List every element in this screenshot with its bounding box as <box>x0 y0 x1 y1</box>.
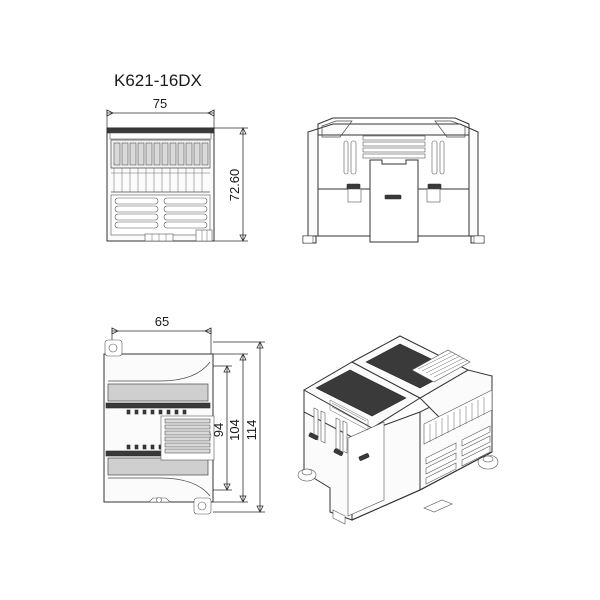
top-lower-terminal-band <box>107 457 209 476</box>
side-center-latch <box>384 194 402 200</box>
iso-left-vent-slots <box>308 407 348 456</box>
iso-right-vent-slots <box>425 425 491 485</box>
dimension-104-label: 104 <box>227 419 242 441</box>
dimension-75: 75 <box>106 96 215 128</box>
front-vent-slots <box>114 197 208 229</box>
side-vertical-slots <box>343 140 445 175</box>
top-center-connector <box>160 415 215 461</box>
side-right-facet <box>434 120 466 138</box>
isometric-view <box>297 335 499 525</box>
dimension-104: 104 <box>213 353 248 503</box>
dimension-114-label: 114 <box>244 420 259 441</box>
side-right-tab <box>426 188 441 203</box>
dimension-94: 94 <box>211 365 232 491</box>
front-view: 75 72.60 <box>106 96 248 242</box>
iso-top-terminal-comb <box>411 349 471 383</box>
front-top-cap <box>106 127 215 134</box>
iso-back-slot-detail <box>329 399 369 431</box>
front-cap-underline <box>109 132 212 140</box>
side-right-foot <box>473 235 485 244</box>
side-center-cover <box>369 159 419 243</box>
iso-mounting-feet <box>297 454 499 525</box>
dimension-114: 114 <box>213 341 265 513</box>
side-left-latch <box>346 183 361 190</box>
top-upper-terminal-band <box>107 383 209 402</box>
front-terminal-slats <box>113 142 209 166</box>
top-view: 65 94 104 114 <box>103 314 265 515</box>
top-body-outline <box>103 353 214 503</box>
side-right-latch <box>427 183 442 190</box>
side-left-facet <box>321 120 353 138</box>
iso-right-terminal-block <box>423 389 493 445</box>
side-body-outline <box>302 123 485 244</box>
iso-left-lid-recess <box>315 369 407 417</box>
page-title: K621-16DX <box>114 71 202 90</box>
side-center-vents <box>362 135 426 159</box>
side-view <box>302 117 485 244</box>
top-upper-terminal-edge <box>105 402 211 409</box>
side-left-foot <box>302 235 314 244</box>
top-upper-pin-row <box>126 409 187 415</box>
top-cover-sweep-upper <box>108 361 211 382</box>
dimension-75-label: 75 <box>153 96 167 111</box>
front-bottom-feet <box>144 229 213 242</box>
dimension-94-label: 94 <box>211 423 226 437</box>
top-mount-ear-topleft <box>104 339 123 357</box>
side-top-housing <box>317 117 470 136</box>
top-mount-ear-bottomright <box>193 497 212 515</box>
iso-bottom-edge <box>351 451 493 521</box>
dimension-7260: 72.60 <box>214 127 248 242</box>
side-left-tab <box>347 188 362 203</box>
dimension-7260-label: 72.60 <box>227 169 242 202</box>
iso-front-cover <box>347 421 385 517</box>
top-cover-sweep-lower <box>108 477 211 497</box>
front-terminal-pins <box>111 167 210 193</box>
dimension-65-label: 65 <box>155 314 169 329</box>
top-bottom-nub <box>148 497 171 503</box>
